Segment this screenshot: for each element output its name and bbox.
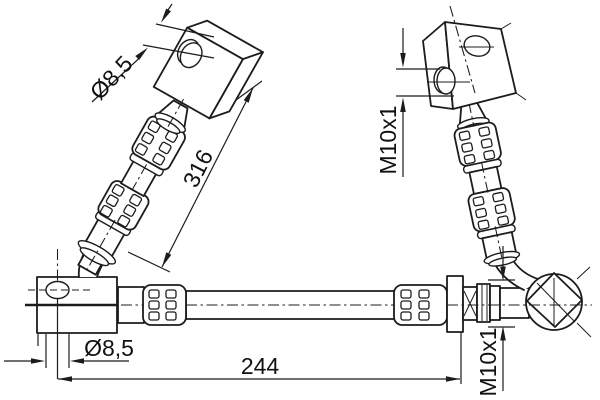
collar-window [117,214,131,228]
thread-hole [436,67,456,95]
collar-window [418,300,430,310]
collar-window [152,152,166,166]
nut-body [476,283,491,323]
extension-line [142,44,215,59]
collar-window [105,194,119,208]
hose-centerline [494,226,503,260]
chamfer-tick [515,92,527,101]
dimension-bracket-hole: Ø8,5 [4,334,134,368]
banjo-block-upper-left [152,19,264,120]
dim-label-overall-length: 244 [241,353,280,379]
collar-window [478,126,491,137]
leader-line [91,57,141,103]
bolt-axis-centerline [449,5,476,94]
dimension-arrow [243,88,253,103]
dim-label-right-thread: M10x1 [475,327,501,396]
dim-label-top-eye: Ø8,5 [85,50,138,104]
collar-window [129,193,143,207]
dimension-arrow [400,97,406,112]
collar-window [480,138,493,149]
right-hose-assembly [453,101,521,267]
chamfer-tick [500,22,512,30]
banjo-bolt-hole [463,35,491,57]
collar-windows [472,191,510,230]
collar-window [165,311,177,321]
main-hose-run [117,275,530,333]
collar-window [477,219,490,230]
collar-window [111,183,125,197]
hose-centerline [167,98,184,128]
collar-windows [400,289,430,321]
hose-centerline [131,164,148,191]
dimension-overall-length: 244 [56,249,462,384]
dimension-line [161,87,254,268]
extension-line [235,80,263,101]
dimension-arrow [400,53,406,68]
collar-window [472,196,485,207]
collar-window [461,142,474,153]
dimension-arrow [161,8,171,23]
collar-window [418,311,430,321]
collar-window [400,311,412,321]
eye-hole [179,42,203,69]
dimension-right-thread: M10x1 [475,246,515,397]
upper-hose-assembly [77,19,264,276]
block-front-face [444,21,517,110]
collar-window [147,120,161,134]
dimension-arrow [58,376,72,382]
corner-tick [576,322,592,338]
collar-window [158,141,172,155]
facet-line [536,282,576,323]
banjo-block-upper-right [422,5,527,110]
collar-window [463,153,476,165]
collar-window [492,191,505,203]
collar-window [148,289,160,299]
collar-window [148,311,160,321]
dimension-arrow [500,326,506,341]
fitting-flange [446,275,464,333]
collar-window [400,289,412,299]
hose-centerline [468,102,475,127]
collar-window [134,143,148,156]
corner-tick [576,266,591,280]
extension-line [155,23,215,38]
collar-windows [148,289,177,321]
collar-window [458,130,471,141]
collar-window [483,149,496,161]
dim-label-top-thread: M10x1 [375,105,401,174]
fitting-nut [476,283,491,323]
dimension-arrow [500,266,506,281]
fitting-ring [489,285,501,321]
dimension-arrow [135,47,148,60]
mounting-bracket [25,276,119,334]
collar-windows [134,120,179,166]
collar-window [165,300,177,310]
dim-label-hose-length: 316 [178,145,219,191]
dimension-arrow [70,358,84,364]
dim-label-bracket-hole: Ø8,5 [84,335,134,361]
hose-centerline [86,219,116,270]
collar-window [400,300,412,310]
collar-window [148,300,160,310]
dimension-arrow [162,252,172,267]
dimension-arrow [446,376,460,382]
collar-window [141,131,155,145]
thread-mark [463,290,477,317]
dimension-top-thread: M10x1 [375,28,454,177]
collar-window [165,289,177,299]
end-pipe [499,287,530,319]
collar-window [494,203,507,215]
dimension-arrow [31,358,45,364]
collar-window [99,204,113,218]
collar-window [497,215,510,226]
hose-centerline [480,161,489,194]
collar-window [123,204,137,217]
collar-windows [99,183,143,228]
collar-window [418,289,430,299]
collar-window [475,207,488,219]
threaded-stem [462,286,478,321]
collar-windows [458,126,496,165]
extension-line [127,251,171,273]
